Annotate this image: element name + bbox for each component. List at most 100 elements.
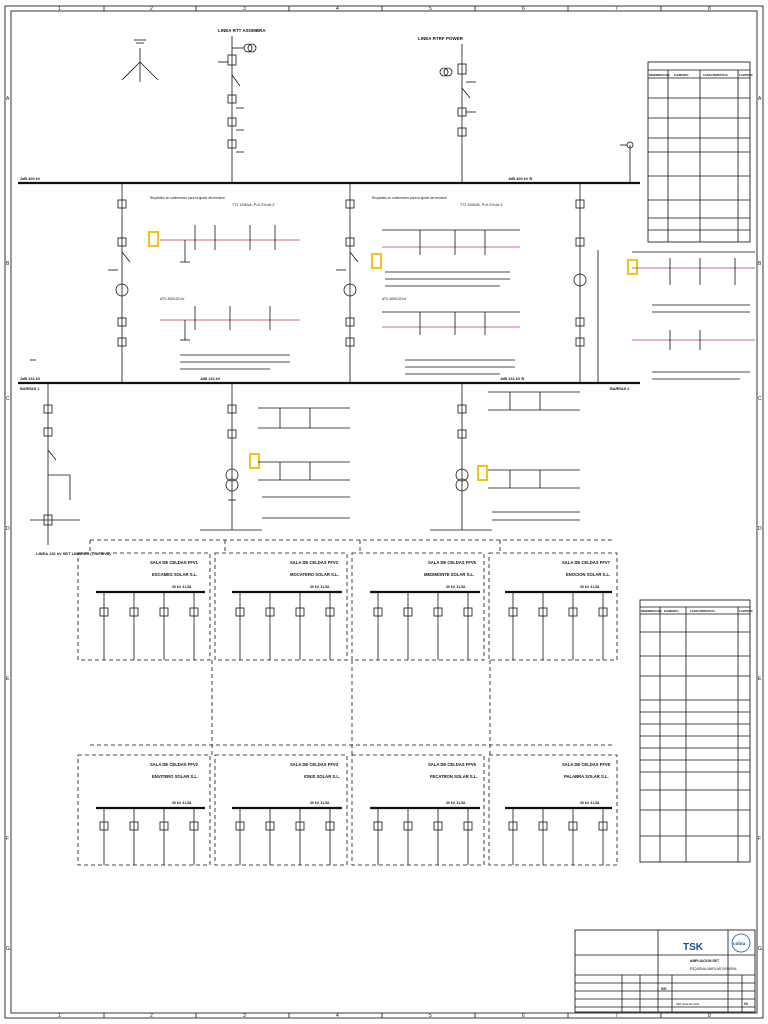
col-label: 3 [243, 1013, 246, 1019]
left-feeder-label: LINEA 132 kV SET LINARES (T-40 MVA) [36, 551, 111, 556]
relay-setting-mid-lower: ATV 400/132 kV [382, 297, 520, 375]
secondary-settings-right [488, 391, 580, 521]
relay-highlight [627, 259, 638, 275]
relay-highlight [249, 453, 260, 469]
room-rating: 30 kV, 31,5A [172, 801, 192, 805]
sheet-code: SET-ELE-EU-001 [676, 1002, 700, 1006]
room-title: SALA DE CELDAS FFV6 [428, 762, 477, 767]
col-label: 7 [615, 1013, 618, 1019]
busbar-label: BARRAS 1 [20, 387, 39, 391]
relay-setting-left-upper [160, 225, 300, 263]
bay-secondary-right [430, 383, 492, 531]
feeder-top-left [218, 36, 257, 183]
mv-distribution-routing [89, 539, 615, 755]
room-ffv6: SALA DE CELDAS FFV6 FECATRON SOLAR S.L. … [351, 754, 485, 866]
secondary-settings-left [258, 407, 350, 519]
row-label: A [758, 96, 762, 102]
room-rating: 30 kV, 31,5A [310, 585, 330, 589]
col-label: 6 [522, 6, 525, 12]
room-company: ESCAMES SOLAR S.L. [152, 572, 197, 577]
row-label: E [758, 676, 762, 682]
col-label: 4 [336, 1013, 339, 1019]
legend-table-bottom: DENOMINACION ELEMENTO CARACTERISTICAS CA… [639, 599, 753, 863]
room-title: SALA DE CELDAS FFV5 [428, 560, 477, 565]
bay-left [108, 183, 131, 383]
legend-header: CANTIDAD [739, 73, 753, 77]
row-label: F [6, 836, 9, 842]
col-label: 4 [336, 6, 339, 12]
legend-header: CARACTERISTICAS [690, 609, 715, 613]
feeder-top-mid [439, 44, 476, 183]
bay-mid [336, 183, 359, 383]
logo-cobra: cobra [733, 941, 746, 946]
transformer-note: Requisitos en subterraneo para la ajuste… [372, 196, 447, 200]
room-title: SALA DE CELDAS FFV3 [290, 560, 339, 565]
busbar-label: JdB 132 kV [20, 377, 41, 381]
row-label: D [6, 526, 10, 532]
room-company: ENVITERO SOLAR S.L. [152, 774, 198, 779]
legend-table-top: DENOMINACION ELEMENTO CARACTERISTICAS CA… [647, 61, 753, 243]
earthing-symbol [121, 39, 159, 82]
tt2-title: TT2 120kVA, P=0.2% de Z [460, 203, 503, 207]
line-label-top-mid: LINEA RTRF POWER [418, 36, 464, 41]
room-rating: 30 kV, 31,5A [172, 585, 192, 589]
legend-header: CANTIDAD [739, 609, 753, 613]
row-label: B [758, 261, 762, 267]
riser-right-top [620, 141, 634, 183]
legend-header: ELEMENTO [674, 73, 688, 77]
row-markers: A B C D E F G A B C D E F G [6, 96, 762, 952]
row-label: E [6, 676, 10, 682]
relay-setting-right [632, 251, 755, 380]
drawing-scale: S/E [661, 987, 667, 991]
revision: 00 [744, 1002, 748, 1006]
title-block: TSK cobra AMPLIACION SET ESQUEMA UNIFILA… [574, 929, 756, 1013]
room-rating: 30 kV, 31,5A [310, 801, 330, 805]
col-label: 2 [150, 1013, 153, 1019]
sheet-inner-border [10, 10, 758, 1014]
room-ffv4: SALA DE CELDAS FFV4 IONIS SOLAR S.L. 30 … [214, 754, 348, 866]
row-label: D [758, 526, 762, 532]
busbar-label: JdB 132 kV B [500, 377, 524, 381]
legend-header: ELEMENTO [664, 609, 678, 613]
relay-highlight [477, 465, 488, 481]
room-company: FECATRON SOLAR S.L. [430, 774, 478, 779]
line-label-top-left: LINEA RTT ASOMBRA [218, 28, 266, 33]
room-company: ENOCION SOLAR S.L. [566, 572, 610, 577]
busbar-label: JdB 400 kV [20, 177, 41, 181]
row-label: C [6, 396, 10, 402]
col-label: 5 [429, 1013, 432, 1019]
row-label: A [6, 96, 10, 102]
busbar-label: BARRAS 2 [610, 387, 629, 391]
row-label: G [758, 946, 762, 952]
relay-setting-left-lower: ATV 400/132 kV [160, 297, 300, 370]
relay-highlight [371, 253, 382, 269]
col-label: 8 [708, 6, 711, 12]
legend-header: DENOMINACION [649, 73, 670, 77]
project-title: AMPLIACION SET [690, 959, 720, 963]
bay-secondary-left [200, 383, 262, 531]
col-label: 8 [708, 1013, 711, 1019]
room-rating: 30 kV, 31,5A [580, 585, 600, 589]
tt1-title: TT1 120kVA, P=0.2% de Z [232, 203, 275, 207]
transformer-note: Requisitos en subterraneo para la ajuste… [150, 196, 225, 200]
column-markers: 1 2 3 4 5 6 7 8 1 2 3 4 5 6 7 8 [58, 6, 711, 1019]
room-ffv7: SALA DE CELDAS FFV7 ENOCION SOLAR S.L. 3… [488, 552, 618, 661]
room-ffv2: SALA DE CELDAS FFV2 ENVITERO SOLAR S.L. … [77, 754, 211, 866]
room-title: SALA DE CELDAS FFV4 [290, 762, 339, 767]
tap-right: ATV 400/132 kV [382, 297, 407, 301]
room-company: PALABRA SOLAR S.L. [564, 774, 609, 779]
room-rating: 30 kV, 31,5A [580, 801, 600, 805]
col-label: 1 [58, 1013, 61, 1019]
room-company: MEDIMONTE SOLAR S.L. [424, 572, 474, 577]
busbar-label: JdB 400 kV B [508, 177, 532, 181]
row-label: C [758, 396, 762, 402]
room-ffv3: SALA DE CELDAS FFV3 MOCATERO SOLAR S.L. … [214, 552, 348, 661]
tap-left: ATV 400/132 kV [160, 297, 185, 301]
room-company: IONIS SOLAR S.L. [304, 774, 340, 779]
bay-right [573, 183, 599, 383]
col-label: 2 [150, 6, 153, 12]
legend-header: DENOMINACION [641, 609, 662, 613]
row-label: G [6, 946, 10, 952]
room-title: SALA DE CELDAS FFV7 [562, 560, 611, 565]
